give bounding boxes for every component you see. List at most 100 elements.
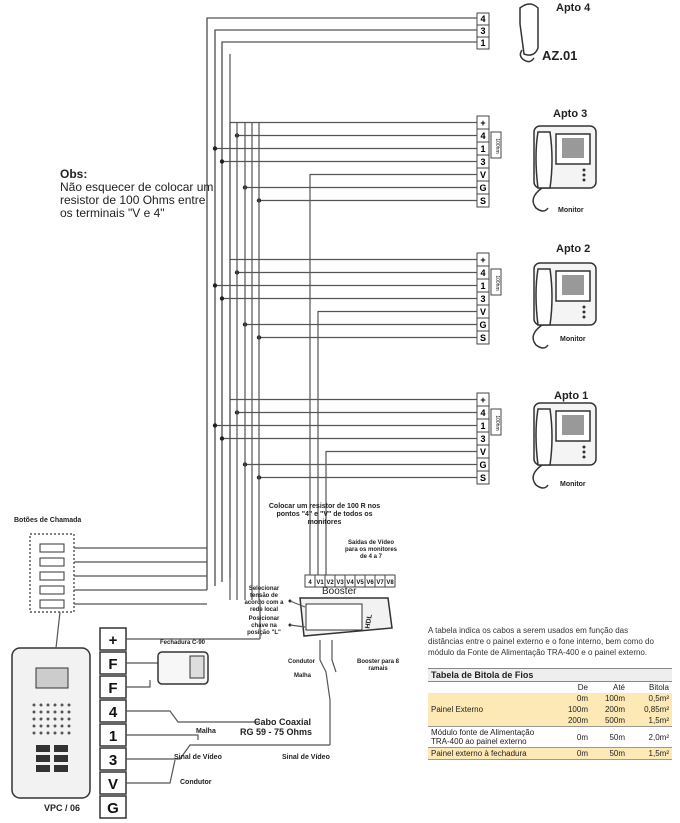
table-cell: 0m (554, 693, 591, 704)
wire (221, 41, 477, 582)
terminal-label: V (480, 170, 486, 180)
condutor-top-label: Condutor (288, 659, 315, 665)
booster-terminal-label: V5 (356, 580, 364, 586)
sinal-video-left: Sinal de Vídeo (174, 754, 222, 761)
monitor-button-icon (582, 450, 586, 454)
terminal-label: 3 (480, 434, 485, 444)
monitor-button-icon (582, 445, 586, 449)
booster-terminal (384, 574, 396, 588)
header-de: De (577, 683, 588, 692)
terminal-label: + (480, 395, 485, 405)
monitor-button-icon (582, 310, 586, 314)
panel-terminal-label: F (108, 680, 117, 697)
wire-junction (212, 283, 218, 288)
table-cell: 0,85m² (628, 704, 672, 715)
booster-terminal-label: V1 (316, 580, 324, 586)
phone-cord-icon (532, 464, 549, 489)
booster-terminal-label: V2 (326, 580, 334, 586)
panel-camera-icon (35, 667, 69, 689)
monitor-button-icon (582, 305, 586, 309)
header-ate: Até (612, 683, 625, 692)
terminal-label: G (479, 183, 486, 193)
speaker-grille-dot (67, 717, 71, 721)
speaker-grille-dot (60, 731, 64, 735)
gauge-table-title: Tabela de Bitola de Fios (428, 668, 672, 682)
table-row-label: Módulo fonte de Alimentação TRA-400 ao p… (428, 726, 554, 748)
apto4-terminal-strip: 431 (476, 12, 490, 50)
speaker-grille-dot (32, 710, 36, 714)
wire-junction (212, 146, 218, 151)
panel-key-icon (54, 765, 68, 772)
wire-junction (212, 423, 218, 428)
booster-ramais: Booster para 8 ramais (356, 659, 399, 672)
terminal-label: V (480, 307, 486, 317)
call-button-icon (39, 585, 65, 595)
monitor-button-icon (582, 455, 586, 459)
apto4-title: Apto 4 (556, 2, 591, 14)
speaker-grille-dot (53, 710, 57, 714)
wire (126, 662, 161, 672)
panel-key-icon (54, 755, 68, 762)
saidas-note: Saídas de Vídeo para os monitores de 4 a… (344, 540, 397, 560)
monitor-handset-icon (535, 408, 553, 466)
apto4-model: AZ.01 (542, 48, 578, 63)
apto3-device: Monitor (558, 207, 584, 214)
panel-key-icon (36, 755, 50, 762)
terminal-label: 4 (480, 408, 485, 418)
call-button-icon (39, 599, 65, 609)
booster-face (305, 603, 363, 631)
speaker-grille-dot (53, 703, 57, 707)
posicionar-note: Posicionar chave na posição "L" (247, 616, 281, 636)
terminal-label: + (480, 255, 485, 265)
lock-bolt-icon (189, 655, 205, 679)
obs-note: Obs: Não esquecer de colocar um resistor… (60, 168, 220, 220)
monitor-handset-icon (535, 131, 553, 189)
table-cell: 0m (554, 747, 591, 760)
apto2-device: Monitor (560, 336, 586, 343)
wire-junction (219, 159, 225, 164)
table-cell: 0,5m² (628, 693, 672, 704)
call-button-icon (39, 571, 65, 581)
resistor-icon (490, 131, 502, 159)
botoes-label: Botões de Chamada (14, 517, 82, 524)
speaker-grille-dot (46, 703, 50, 707)
terminal-label: S (480, 196, 486, 206)
table-cell: 100m (554, 704, 591, 715)
speaker-grille-dot (39, 703, 43, 707)
sinal-video-right: Sinal de Vídeo (282, 754, 330, 761)
resistor-icon (490, 408, 502, 436)
wire (206, 17, 477, 590)
booster-terminal-label: V4 (346, 580, 354, 586)
speaker-grille-dot (39, 724, 43, 728)
intercom-phone-icon (519, 3, 539, 56)
speaker-grille-dot (32, 724, 36, 728)
terminal-label: + (480, 118, 485, 128)
table-cell: 50m (591, 747, 628, 760)
obs-heading: Obs: (60, 167, 88, 181)
booster-terminal-label: 4 (308, 580, 312, 586)
wire (126, 734, 199, 740)
panel-terminal-label: 3 (109, 752, 117, 769)
table-cell: 1,5m² (628, 747, 672, 760)
speaker-grille-dot (67, 724, 71, 728)
phone-cord-icon (532, 324, 549, 349)
wire (126, 744, 330, 760)
speaker-grille-dot (67, 710, 71, 714)
gauge-table: Tabela de Bitola de Fios De Até Bitola 0… (428, 668, 672, 760)
panel-terminal-label: F (108, 656, 117, 673)
speaker-grille-dot (32, 731, 36, 735)
speaker-grille-dot (46, 717, 50, 721)
booster-terminal-label: V3 (336, 580, 344, 586)
terminal (476, 36, 490, 50)
resistor-tag: 100hm (494, 138, 500, 153)
apto2-title: Apto 2 (556, 243, 591, 255)
phone-cord-icon (519, 49, 535, 63)
speaker-grille-dot (39, 710, 43, 714)
terminal-label: 1 (480, 281, 485, 291)
terminal-label: 4 (480, 268, 485, 278)
monitor-button-icon (582, 315, 586, 319)
table-cell (428, 693, 554, 704)
panel-terminal-label: V (108, 776, 118, 793)
monitor-button-icon (582, 173, 586, 177)
monitor-screen-fill (562, 138, 584, 158)
